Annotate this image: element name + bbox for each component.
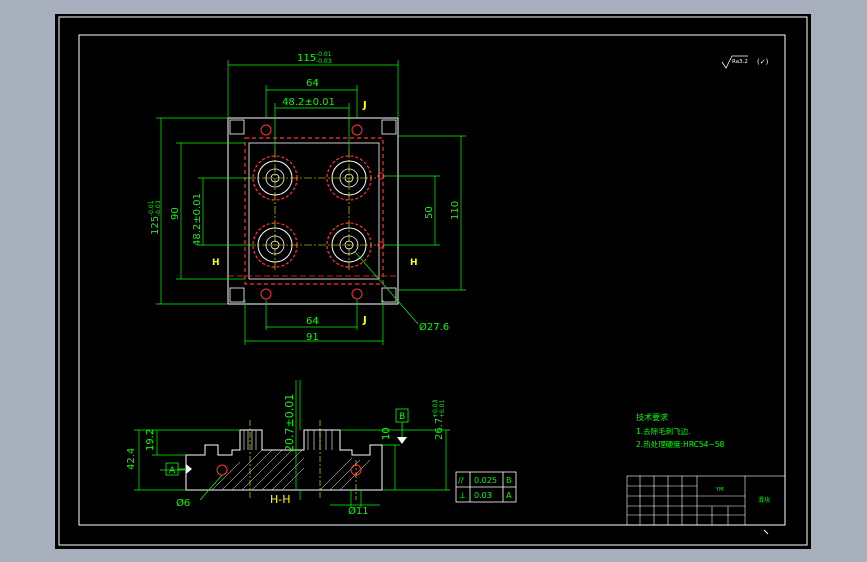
dim-width-tol-upper: -0.01 bbox=[316, 51, 332, 58]
dim-50: 50 bbox=[424, 206, 435, 219]
dim-width-tol-lower: -0.03 bbox=[316, 58, 332, 65]
dim-height-tol-lower: -0.03 bbox=[155, 200, 162, 216]
title-block-center-label: YM bbox=[715, 487, 723, 493]
dim-10: 10 bbox=[381, 427, 392, 440]
dim-d11: Ø11 bbox=[348, 505, 369, 517]
technical-notes: 技术要求 1.去除毛刺飞边. 2.热处理硬度:HRC54~58 bbox=[636, 412, 724, 449]
drawing-sheet bbox=[55, 14, 811, 549]
notes-item-2: 2.热处理硬度:HRC54~58 bbox=[636, 439, 724, 449]
tol-row-2-symbol: ⊥ bbox=[459, 491, 466, 500]
tol-row-2-value: 0.03 bbox=[474, 491, 492, 500]
top-view-dimension-labels: 115 -0.01 -0.03 64 48.2±0.01 64 91 Ø27.6… bbox=[148, 51, 461, 343]
dim-110: 110 bbox=[450, 201, 461, 220]
dim-90: 90 bbox=[170, 207, 181, 220]
datum-b: B bbox=[395, 408, 409, 444]
label-h-right: H bbox=[410, 258, 418, 268]
dim-19-2: 19.2 bbox=[145, 429, 156, 451]
roughness-suffix: (✓) bbox=[757, 58, 769, 66]
surface-roughness-symbol: Ra3.2 (✓) bbox=[721, 55, 769, 69]
section-view bbox=[185, 420, 383, 500]
tol-row-1-datum: B bbox=[506, 476, 512, 485]
drawing-frame bbox=[78, 34, 786, 526]
section-view-dimension-labels: 42.4 19.2 20.7±0.01 10 26.7 +0.03 +0.01 … bbox=[126, 394, 446, 517]
top-view-body bbox=[227, 117, 399, 305]
label-h-left: H bbox=[212, 258, 220, 268]
datum-a-label: A bbox=[169, 466, 176, 476]
dim-26-7: 26.7 bbox=[434, 418, 445, 440]
datum-b-label: B bbox=[399, 412, 405, 422]
label-j-top: J bbox=[362, 100, 367, 111]
dim-64-top: 64 bbox=[306, 78, 319, 89]
title-block-right-label: 滑块 bbox=[758, 496, 770, 504]
dim-48-left: 48.2±0.01 bbox=[192, 193, 203, 246]
section-view-dimensions bbox=[134, 380, 450, 508]
section-label: H-H bbox=[270, 493, 291, 506]
tolerance-frame: // 0.025 B ⊥ 0.03 A bbox=[455, 471, 517, 503]
notes-title: 技术要求 bbox=[636, 412, 668, 422]
datum-a: A bbox=[165, 462, 192, 476]
dim-26-7-tol-lower: +0.01 bbox=[439, 399, 446, 418]
tol-row-2-datum: A bbox=[506, 491, 512, 500]
title-block bbox=[626, 475, 786, 526]
roughness-value: Ra3.2 bbox=[732, 59, 748, 65]
dim-height-tol-upper: -0.01 bbox=[148, 200, 155, 216]
dim-26-7-tol-upper: +0.03 bbox=[432, 399, 439, 418]
tol-row-1-value: 0.025 bbox=[474, 476, 497, 485]
dim-height: 125 bbox=[150, 216, 161, 235]
notes-item-1: 1.去除毛刺飞边. bbox=[636, 426, 691, 436]
dim-91: 91 bbox=[306, 332, 319, 343]
dim-d6: Ø6 bbox=[176, 497, 190, 509]
dim-48-top: 48.2±0.01 bbox=[282, 97, 335, 108]
label-j-bottom: J bbox=[362, 315, 367, 326]
dim-20-7: 20.7±0.01 bbox=[283, 394, 296, 452]
top-view-dimensions bbox=[156, 60, 466, 345]
tol-row-1-symbol: // bbox=[458, 476, 464, 485]
dim-width: 115 bbox=[297, 53, 316, 64]
top-view bbox=[227, 117, 399, 305]
dim-diameter: Ø27.6 bbox=[419, 321, 449, 333]
cursor-icon bbox=[763, 529, 769, 535]
dim-42-4: 42.4 bbox=[126, 448, 137, 470]
dim-64-bottom: 64 bbox=[306, 316, 319, 327]
sheet-outer-border bbox=[58, 16, 808, 546]
